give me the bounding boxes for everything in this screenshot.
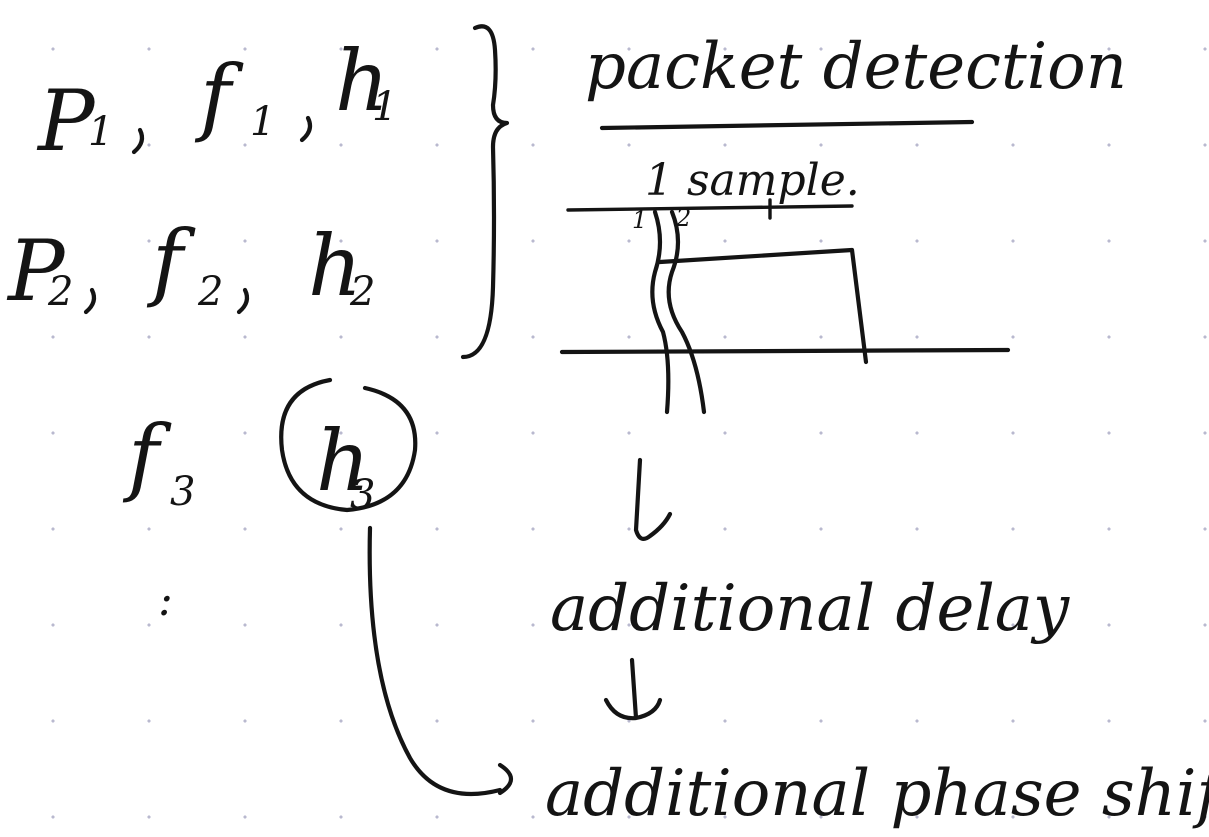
h1-symbol: h [335, 32, 389, 130]
tick-label-1: 1 [632, 206, 647, 234]
h2-symbol: h [308, 217, 362, 315]
p1-subscript: 1 [88, 109, 113, 155]
f1-subscript: 1 [250, 99, 275, 145]
comma-2 [299, 115, 313, 143]
wavy-line-1 [650, 209, 671, 415]
f3-symbol: f [122, 407, 172, 505]
comma-3 [83, 287, 97, 315]
curved-arrow [367, 525, 503, 797]
step-additional-delay: additional delay [550, 572, 1070, 646]
p2-symbol: P [6, 222, 66, 320]
wavy-line-2 [666, 209, 707, 415]
baseline [559, 347, 1011, 355]
f3-subscript: 3 [170, 469, 195, 515]
curved-arrow-head [497, 762, 514, 796]
sample-label: 1 sample. [645, 155, 860, 206]
row-2: P 2 f 2 h 2 [6, 212, 375, 320]
title-underline [599, 119, 975, 131]
tick-label-2: 2 [675, 204, 691, 232]
comma-4 [236, 287, 250, 315]
ellipsis: : [158, 575, 173, 626]
h2-subscript: 2 [349, 269, 375, 315]
f2-subscript: 2 [197, 269, 223, 315]
packet-pulse [657, 247, 869, 365]
comma-1 [131, 127, 145, 155]
f1-symbol: f [194, 47, 244, 145]
brace [460, 24, 510, 360]
title-packet-detection: packet detection [585, 30, 1127, 104]
h3-symbol: h [316, 412, 370, 510]
row-1: P 1 f 1 h 1 [36, 32, 397, 170]
arrow-down-1 [633, 457, 673, 541]
step-additional-phase-shift: additional phase shift. [545, 757, 1209, 831]
h3-circle [279, 377, 418, 513]
p2-subscript: 2 [47, 269, 73, 315]
f2-symbol: f [146, 212, 196, 310]
p1-symbol: P [36, 72, 96, 170]
packet-diagram: 1 sample. 1 2 [559, 155, 1011, 415]
sample-axis [566, 204, 854, 212]
h1-subscript: 1 [372, 84, 397, 130]
arrow-down-2 [603, 657, 663, 721]
